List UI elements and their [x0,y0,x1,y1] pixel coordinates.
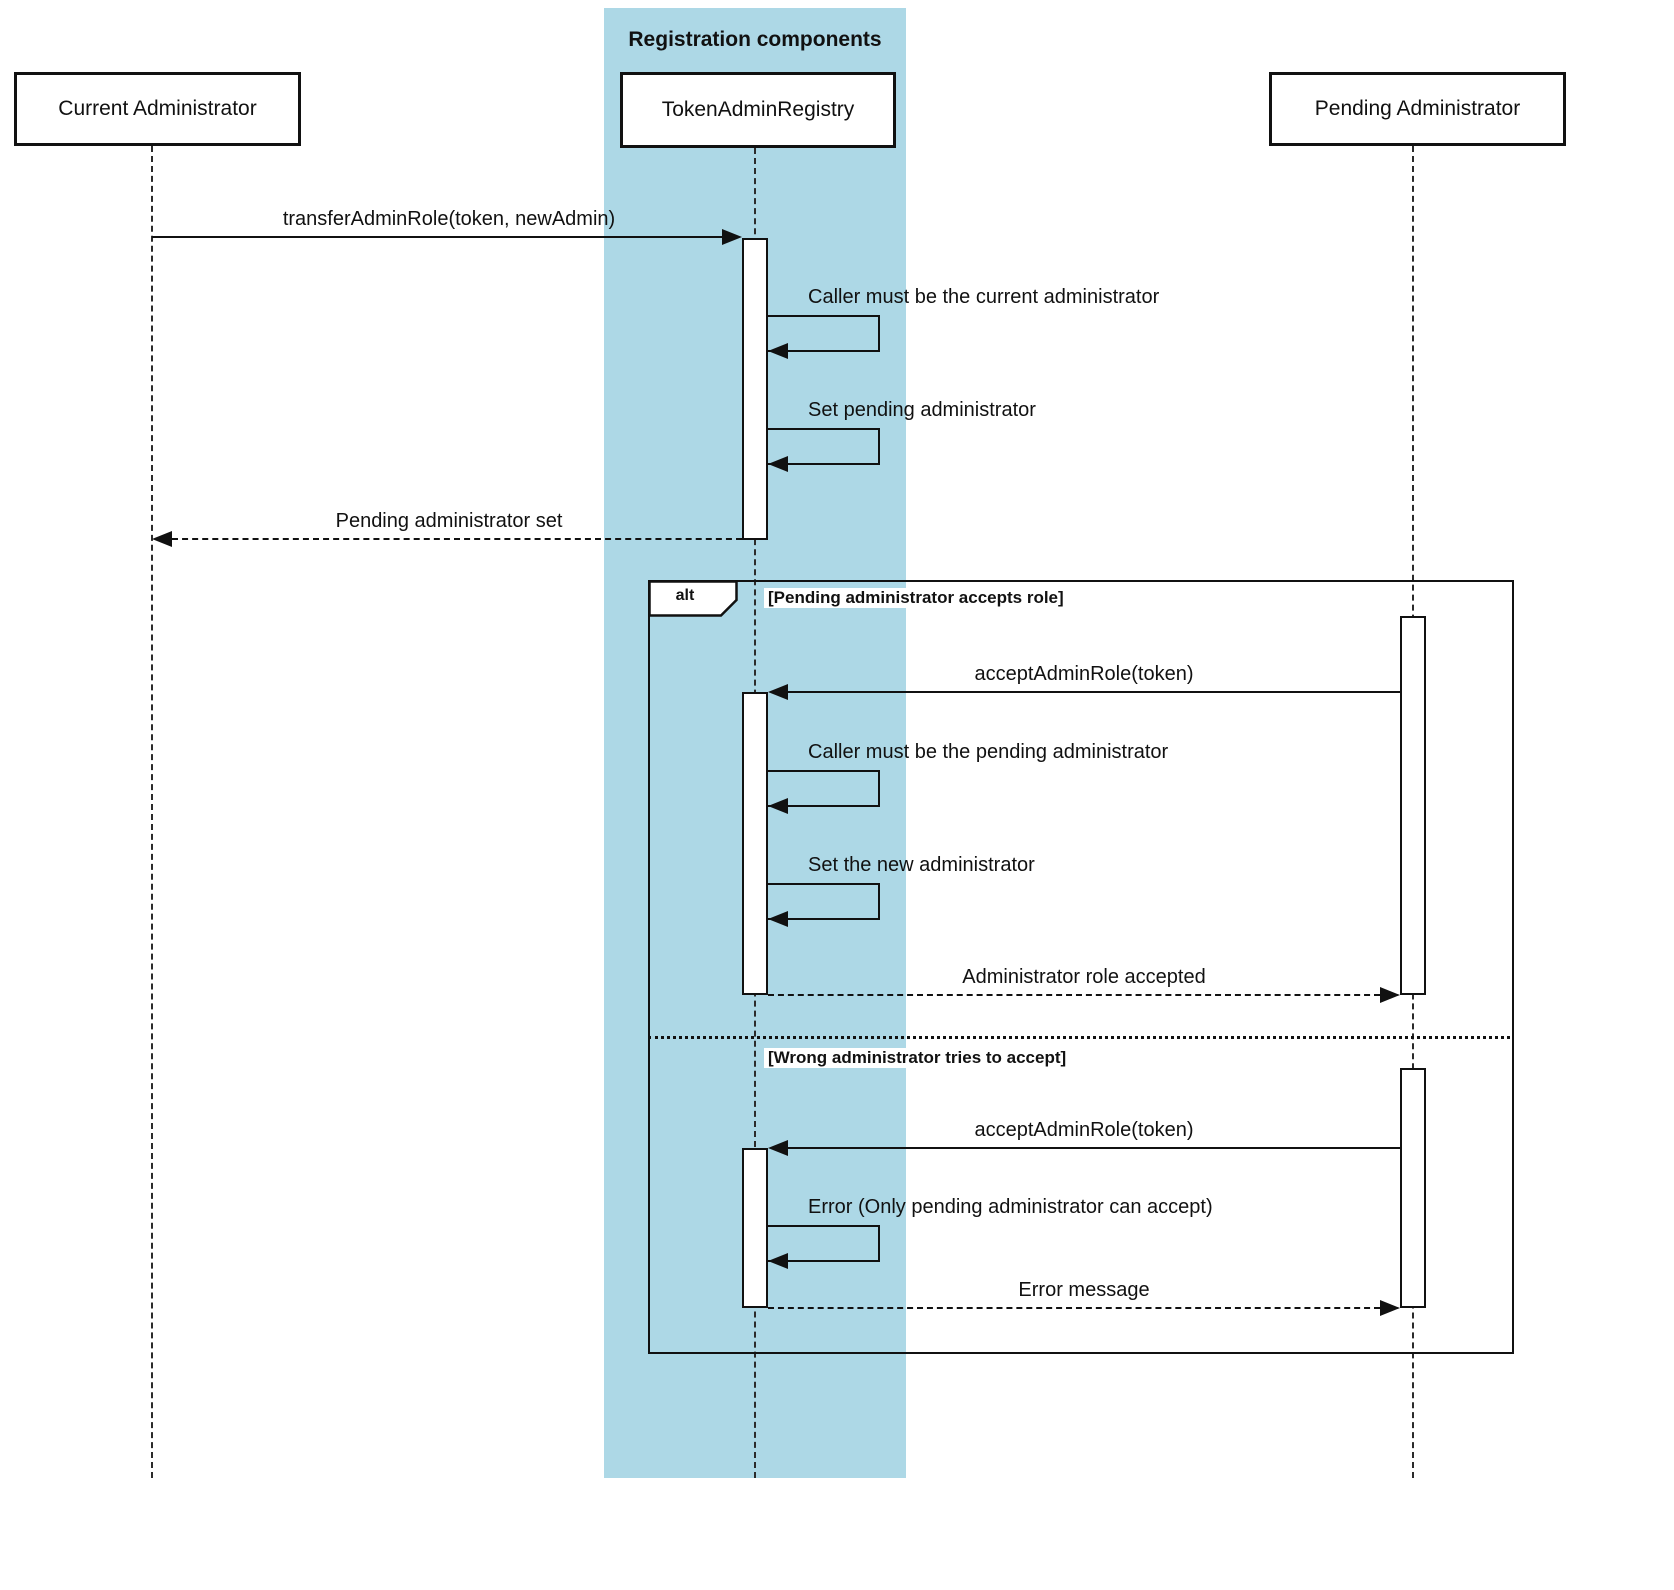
self-message-loop-set-new-admin [768,883,880,920]
participant-label: Pending Administrator [1314,97,1521,120]
participant-current-administrator: Current Administrator [14,72,301,146]
arrowhead [1380,1300,1400,1316]
self-message-loop-error [768,1225,880,1262]
lifeline-current-administrator [151,146,153,1478]
self-message-loop-set-pending [768,428,880,465]
arrowhead [768,343,788,359]
arrowhead [768,798,788,814]
message-label-pending-admin-set: Pending administrator set [335,510,563,532]
message-label-accept-admin-role-2: acceptAdminRole(token) [974,1119,1194,1141]
message-label-accept-admin-role-1: acceptAdminRole(token) [974,663,1194,685]
message-label-set-new-admin: Set the new administrator [808,854,1035,876]
activation-bar-pending-2 [1400,1068,1426,1308]
activation-bar-registry-3 [742,1148,768,1308]
arrowhead [768,911,788,927]
message-label-transfer-admin-role: transferAdminRole(token, newAdmin) [282,208,616,230]
alt-guard-accepts-role: [Pending administrator accepts role] [764,588,1068,608]
arrowhead [768,456,788,472]
self-message-loop-caller-current [768,315,880,352]
message-label-error-only-pending: Error (Only pending administrator can ac… [808,1196,1213,1218]
participant-label: TokenAdminRegistry [661,98,855,121]
message-label-caller-must-be-pending: Caller must be the pending administrator [808,741,1169,763]
message-line-accept-admin-role-1 [788,691,1400,693]
alt-guard-wrong-admin: [Wrong administrator tries to accept] [764,1048,1071,1068]
arrowhead [768,1253,788,1269]
message-line-transfer-admin-role [152,236,722,238]
return-line-pending-admin-set [172,538,742,540]
alt-operator-pentagon [648,580,738,617]
message-label-set-pending-admin: Set pending administrator [808,399,1036,421]
participant-token-admin-registry: TokenAdminRegistry [620,72,896,148]
alt-divider [648,1036,1510,1039]
self-message-loop-caller-pending [768,770,880,807]
arrowhead [768,1140,788,1156]
activation-bar-registry-1 [742,238,768,540]
participant-label: Current Administrator [58,97,257,120]
participant-pending-administrator: Pending Administrator [1269,72,1566,146]
arrowhead [1380,987,1400,1003]
alt-operator-label: alt [675,587,695,604]
arrowhead [152,531,172,547]
alt-frame [648,580,1514,1354]
return-line-error-message [768,1307,1380,1309]
arrowhead [768,684,788,700]
message-line-accept-admin-role-2 [788,1147,1400,1149]
message-label-admin-role-accepted: Administrator role accepted [962,966,1206,988]
activation-bar-registry-2 [742,692,768,995]
message-label-error-message: Error message [1018,1279,1150,1301]
message-label-caller-must-be-current: Caller must be the current administrator [808,286,1160,308]
arrowhead [722,229,742,245]
activation-bar-pending-1 [1400,616,1426,995]
return-line-admin-role-accepted [768,994,1380,996]
frame-title: Registration components [628,28,882,51]
